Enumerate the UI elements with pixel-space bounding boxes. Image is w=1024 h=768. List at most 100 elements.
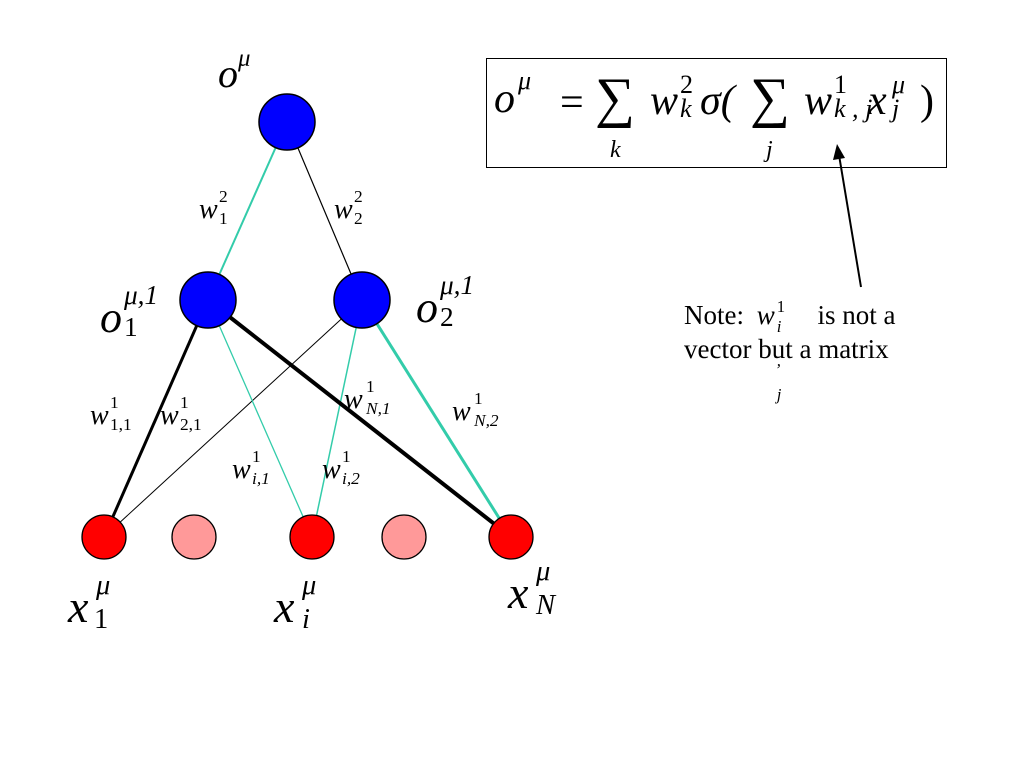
input-node-1 xyxy=(81,514,127,560)
input-node-i xyxy=(289,514,335,560)
input-1-base: x xyxy=(68,581,89,632)
formula-sum-j-index: j xyxy=(766,137,773,163)
weight-wN2-sub: N,2 xyxy=(474,411,499,430)
weight-wi2-sup: 1 xyxy=(342,447,351,466)
note-w-base: w xyxy=(756,300,775,330)
formula-w2k-sub: k xyxy=(680,94,692,123)
input-1-sub: 1 xyxy=(94,604,109,635)
edge-wi2 xyxy=(311,299,363,538)
edge-w11 xyxy=(102,299,210,538)
weight-w21-base: w xyxy=(160,400,179,431)
formula: o μ xyxy=(494,67,531,120)
edge-wN1 xyxy=(206,298,513,539)
note-w-sub: i , j xyxy=(776,317,782,404)
input-node-faded-a xyxy=(171,514,217,560)
note-arrowhead xyxy=(833,144,845,160)
weight-w2-1-base: w xyxy=(199,194,218,225)
hidden-1-sub: 1 xyxy=(124,312,138,342)
note-w-sup: 1 xyxy=(776,297,786,316)
formula-xj-sub: j xyxy=(892,94,900,123)
formula-w2k-base: w xyxy=(650,78,679,124)
edge-w2-1 xyxy=(207,121,288,301)
weight-wN1-sub: N,1 xyxy=(366,399,391,418)
formula-w1kj-sub: k , j xyxy=(834,94,873,123)
weight-w2-1-sub: 1 xyxy=(219,209,228,228)
hidden-node-2 xyxy=(333,271,391,329)
formula-sum-j: ∑ xyxy=(750,67,790,129)
input-N-base: x xyxy=(508,567,529,618)
formula-w1kj-sup: 1 xyxy=(834,70,848,99)
weight-w21-sup: 1 xyxy=(180,393,189,412)
hidden-1-sup: μ,1 xyxy=(124,280,159,310)
weight-w11-base: w xyxy=(90,400,109,431)
formula-w2k-sup: 2 xyxy=(680,70,694,99)
note-prefix: Note: xyxy=(684,300,744,330)
input-N-sub: N xyxy=(536,590,556,621)
formula-sum-k-index: k xyxy=(610,137,621,163)
note-line-2: vector but a matrix xyxy=(684,334,889,364)
hidden-1-base: o xyxy=(100,293,122,342)
note: Note: w 1 i , j is not a vector but a ma… xyxy=(684,297,896,404)
input-i-sup: μ xyxy=(302,570,317,601)
weight-wi1-sup: 1 xyxy=(252,447,261,466)
weight-wN2-sup: 1 xyxy=(474,389,483,408)
weight-w21-sub: 2,1 xyxy=(180,415,202,434)
formula-w2k: w 2 k xyxy=(650,71,693,124)
weight-w11-sup: 1 xyxy=(110,393,119,412)
note-w: w 1 i , j xyxy=(756,297,785,404)
input-N-stack: x μ N xyxy=(508,557,555,619)
weight-w2-2-sup: 2 xyxy=(354,187,363,206)
edge-w2-2 xyxy=(286,121,363,301)
hidden-2-label: o μ,1 2 xyxy=(416,271,474,332)
hidden-2-sub: 2 xyxy=(440,302,454,332)
input-N-sup: μ xyxy=(536,556,551,587)
note-line1-rest: is not a xyxy=(817,300,896,330)
hidden-1-label: o μ,1 1 xyxy=(100,281,158,342)
output-label: oμ xyxy=(218,46,250,96)
edge-wN2 xyxy=(360,299,513,538)
input-i-stack: x μ i xyxy=(274,571,316,633)
weight-w11-sub: 1,1 xyxy=(110,415,132,434)
formula-xj-base: x xyxy=(868,78,887,124)
hidden-2-stack: o μ,1 2 xyxy=(416,271,474,332)
output-label-base: o xyxy=(218,51,238,96)
input-node-faded-b xyxy=(381,514,427,560)
weight-wN1-base: w xyxy=(344,384,363,415)
weight-wN2-base: w xyxy=(452,396,471,427)
output-label-sup: μ xyxy=(238,44,251,72)
weight-wN1-sup: 1 xyxy=(366,377,375,396)
hidden-2-sup: μ,1 xyxy=(440,270,475,300)
formula-lhs: o μ xyxy=(494,67,531,120)
formula-close: ) xyxy=(920,78,934,124)
weight-wi1-base: w xyxy=(232,454,251,485)
formula-w1kj-base: w xyxy=(804,78,833,124)
weight-wi2-sub: i,2 xyxy=(342,469,360,488)
input-N-label: x μ N xyxy=(508,557,555,619)
weight-w2-2-sub: 2 xyxy=(354,209,363,228)
weight-w2-1-sup: 2 xyxy=(219,187,228,206)
edge-wi1 xyxy=(207,299,313,538)
formula-xj-sup: μ xyxy=(892,70,906,99)
note-line-1: Note: w 1 i , j is not a xyxy=(684,297,896,404)
weight-wi2-base: w xyxy=(322,454,341,485)
input-1-label: x μ 1 xyxy=(68,571,110,633)
formula-w1kj: w 1 k , j xyxy=(804,71,872,124)
output-node xyxy=(258,93,316,151)
formula-box xyxy=(486,58,947,168)
hidden-node-1 xyxy=(179,271,237,329)
input-1-sup: μ xyxy=(96,570,111,601)
hidden-1-stack: o μ,1 1 xyxy=(100,281,158,342)
input-i-sub: i xyxy=(302,604,310,635)
note-arrow xyxy=(838,154,862,288)
input-i-label: x μ i xyxy=(274,571,316,633)
hidden-2-base: o xyxy=(416,283,438,332)
formula-equals: = xyxy=(560,80,584,126)
